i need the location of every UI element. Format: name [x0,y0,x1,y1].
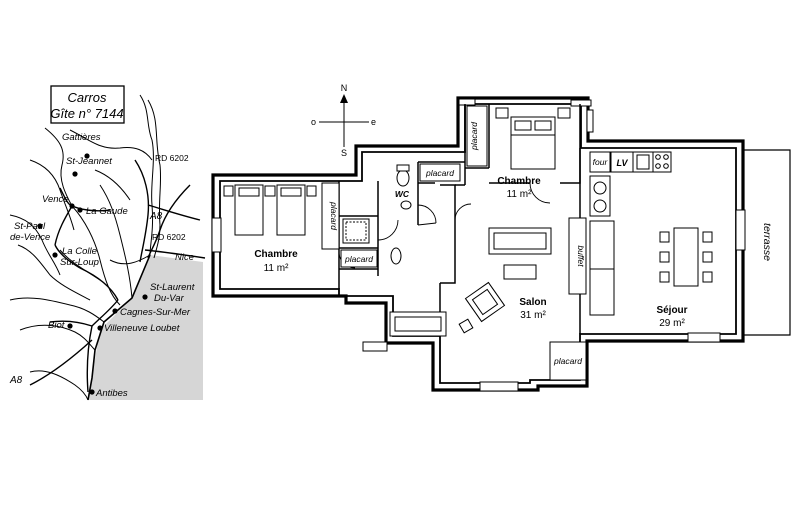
placard-bath-box [340,249,378,268]
terrasse-outline [743,149,791,336]
exterior-wall-outer [211,96,745,392]
floor-plan: placard placard WC placard [211,96,791,392]
sejour-area: 29 m² [659,318,685,329]
place-labels: Gattières St-Jeannet Vence La Gaude St-P… [10,132,195,399]
label-a8-left: A8 [9,375,23,386]
sejour-name: Séjour [656,305,687,316]
wc-label: WC [395,189,410,199]
bathroom-fixtures [340,218,402,268]
placard-chambre2-box [466,105,488,167]
label-villeneuve: Villeneuve Loubet [104,323,180,334]
nightstand-right [306,185,317,197]
nightstand-left [223,185,234,197]
nightstand-c2-right [557,107,571,119]
coffee-table [503,264,537,280]
placard-chambre1-label: placard [329,201,339,230]
label-st-laurent-1: St-Laurent [150,282,195,293]
label-cagnes: Cagnes-Sur-Mer [120,307,191,318]
label-gattieres: Gattières [62,132,101,143]
roads [29,159,206,393]
cabinet-left-lower [589,268,615,316]
location-map: Carros Gîte n° 7144 Gattières St-Jeannet… [9,85,206,401]
terrasse-label: terrasse [761,223,773,261]
nightstand-mid [264,185,276,197]
map-title-line2: Gîte n° 7144 [50,106,123,121]
label-rd6202-mid: RD 6202 [152,232,186,242]
windows [211,98,746,392]
placard-chambre2-label: placard [469,122,479,151]
lv-label: LV [616,158,628,168]
buffet-box [568,217,587,295]
label-a8-right: A8 [149,211,163,222]
toilet-bowl [396,169,410,187]
label-st-laurent-2: Du-Var [154,293,185,304]
compass-n: N [341,83,348,93]
compass-o: o [311,117,316,127]
rivers [9,94,162,401]
label-rd6202-top: RD 6202 [155,153,189,163]
label-vence: Vence [42,194,69,205]
dining-table [673,227,699,287]
buffet-label: buffet [576,245,586,267]
label-biot: Biot [48,320,65,331]
sink [390,247,402,265]
wc-sink [400,200,412,210]
four-box [589,151,611,173]
room-labels: Chambre 11 m² Chambre 11 m² Salon 31 m² … [254,176,687,329]
coastline [87,254,151,401]
chambre2-area: 11 m² [507,189,532,200]
label-st-jeannet: St-Jeannet [66,156,112,167]
label-la-colle-1: La Colle [62,246,97,257]
chambre1-name: Chambre [254,249,298,260]
cooktop [652,151,672,173]
map-title-line1: Carros [67,90,107,105]
label-antibes: Antibes [95,388,128,399]
compass-s: S [341,148,347,158]
side-table [458,318,474,334]
placard-hall-label: placard [425,168,454,178]
chambre1-area: 11 m² [264,263,289,274]
north-arrow-icon [340,94,348,103]
placard-chambre1-box [321,182,340,250]
place-markers [37,153,148,395]
map-title-box [50,85,125,124]
road-labels: RD 6202 RD 6202 A8 A8 [9,153,189,386]
compass-e: e [371,117,376,127]
label-la-gaude: La Gaude [86,206,128,217]
salon-furniture [389,217,587,337]
label-st-paul-1: St-Paul [14,221,46,232]
placard-bottom-label: placard [553,356,582,366]
nightstand-c2-left [495,107,509,119]
placard-bath-label: placard [344,254,373,264]
label-nice: Nice [175,252,194,263]
label-st-paul-2: de-Vence [10,232,50,243]
wc-fixtures [396,164,412,210]
salon-area: 31 m² [520,310,546,321]
sea-area [88,255,203,400]
chambre2-name: Chambre [497,176,541,187]
placard-hall-box [419,163,461,182]
placard-bottom-box [549,341,587,381]
label-la-colle-2: Sur-Loup [60,257,99,268]
four-label: four [593,157,609,167]
chambre1-furniture [223,182,340,250]
cabinet-left [589,220,615,270]
kitchen-fixtures [589,151,713,316]
salon-name: Salon [519,297,546,308]
compass-rose: N S e o [311,83,376,158]
chambre2-furniture [466,105,571,170]
